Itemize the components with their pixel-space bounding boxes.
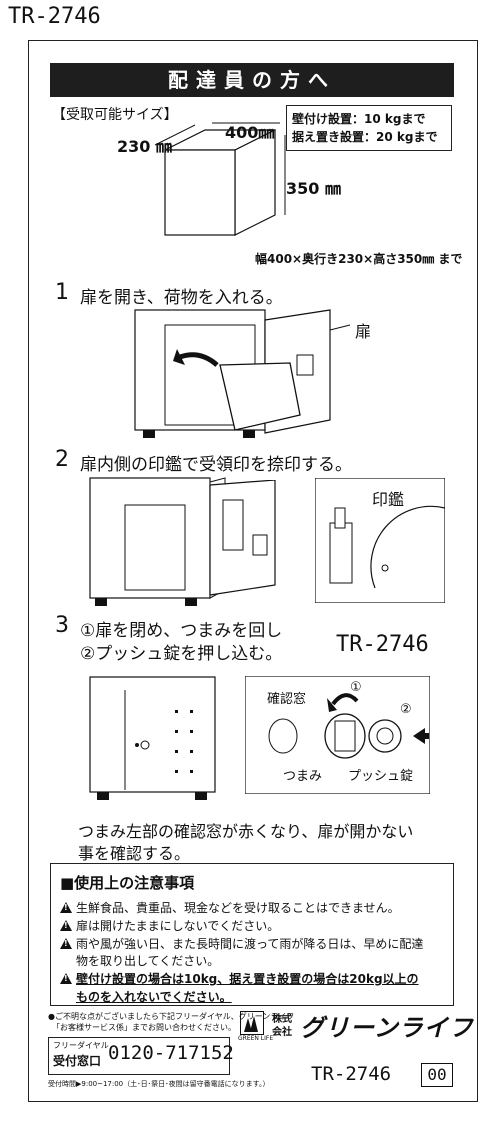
step-3-number: 3: [55, 613, 69, 638]
step-3-text-line1: ①扉を閉め、つまみを回し: [80, 621, 283, 641]
model-number-header: TR-2746: [8, 4, 101, 29]
confirm-window-label: 確認窓: [267, 692, 307, 707]
warning-icon: [60, 920, 72, 931]
reception-label: 受付窓口: [53, 1054, 102, 1068]
company-prefix-1: 株式: [272, 1014, 292, 1025]
stamp-callout: 印鑑: [372, 490, 405, 509]
inquiry-line2: 「お客様サービス係」までお問い合わせください。: [52, 1023, 236, 1032]
warning-icon: [60, 973, 72, 984]
weight-floor-text: 据え置き設置：20 kgまで: [292, 130, 438, 144]
push-lock-label: プッシュ錠: [348, 769, 414, 784]
freedial-label: フリーダイヤル: [53, 1041, 109, 1050]
footer-model: TR-2746: [311, 1063, 392, 1085]
caution-item-4-cont: ものを入れないでください。: [76, 990, 232, 1004]
warning-icon: [60, 902, 72, 913]
step-2-text: 扉内側の印鑑で受領印を捺印する。: [80, 455, 352, 475]
company-logo-icon: [240, 1011, 264, 1035]
phone-number: 0120-717152: [108, 1042, 234, 1064]
weight-wall-text: 壁付け設置：10 kgまで: [292, 112, 426, 126]
step-1-illustration: [134, 309, 351, 438]
warning-icon: [60, 938, 72, 949]
caution-item-1: 生鮮食品、貴重品、現金などを受け取ることはできません。: [60, 899, 400, 916]
mark-2: ②: [400, 702, 412, 717]
lock-closeup: [245, 676, 430, 794]
caution-item-4: 壁付け設置の場合は10kg、据え置き設置の場合は20kg以上の: [60, 970, 419, 987]
door-inner-illustration: [209, 480, 276, 596]
page-title: 配達員の方へ: [50, 63, 454, 97]
confirm-text-line1: つまみ左部の確認窓が赤くなり、扉が開かない: [78, 822, 414, 841]
company-prefix-2: 会社: [272, 1027, 292, 1038]
step-1-number: 1: [55, 280, 69, 305]
step-1-text: 扉を開き、荷物を入れる。: [80, 288, 283, 308]
weight-limit-box: [286, 105, 452, 151]
caution-item-3-cont: 物を取り出してください。: [76, 954, 220, 968]
reception-hours: 受付時間▶9:00~17:00（土･日･祭日･夜間は留守番電話になります。）: [48, 1080, 270, 1088]
instruction-sheet-frame: [28, 40, 478, 1102]
size-summary: 幅400×奥行き230×高さ350㎜ まで: [255, 252, 463, 266]
revision-number: 00: [421, 1063, 453, 1087]
step-3-model: TR-2746: [336, 632, 429, 657]
step-3-text-line2: ②プッシュ錠を押し込む。: [80, 644, 283, 664]
freedial-box: [48, 1037, 230, 1075]
logo-caption: GREEN LIFE: [238, 1035, 274, 1042]
caution-item-3: 雨や風が強い日、また長時間に渡って雨が降る日は、早めに配達: [60, 935, 423, 952]
dim-width: 400㎜: [225, 123, 275, 142]
stamp-closeup: [315, 478, 445, 603]
dim-height: 350 ㎜: [286, 179, 341, 198]
dim-depth: 230 ㎜: [117, 137, 172, 156]
step-2-number: 2: [55, 447, 69, 472]
door-callout: 扉: [355, 322, 372, 341]
box-size-diagram: [154, 122, 286, 236]
size-heading: 【受取可能サイズ】: [52, 107, 178, 123]
inquiry-line1: ●ご不明な点がございましたら下記フリーダイヤル、グリーンライフ: [48, 1012, 295, 1021]
knob-label: つまみ: [283, 769, 323, 784]
mark-1: ①: [350, 680, 362, 695]
caution-heading: ■使用上の注意事項: [60, 874, 195, 892]
company-name: グリーンライフ: [300, 1014, 474, 1042]
caution-item-2: 扉は開けたままにしないでください。: [60, 917, 279, 934]
caution-box: [50, 863, 454, 1006]
confirm-text-line2: 事を確認する。: [78, 844, 191, 863]
step-3-illustration: [89, 676, 216, 800]
